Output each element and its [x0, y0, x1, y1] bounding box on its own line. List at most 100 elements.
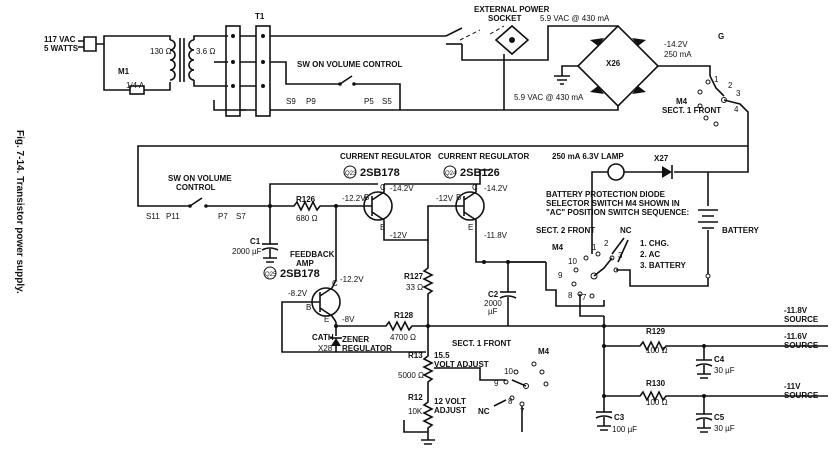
wire-to-q23c — [269, 183, 378, 206]
socket-contact-a — [428, 27, 463, 37]
diode-icon — [590, 86, 604, 94]
lamp-icon — [607, 163, 625, 181]
q24-collector-wire — [470, 169, 490, 185]
out1-voltage: -11.8V — [784, 306, 808, 315]
q25-vc: -12.2V — [340, 275, 364, 284]
transformer-primary: 130 Ω — [150, 47, 172, 56]
junction-dot — [602, 344, 606, 348]
resistor-icon — [604, 390, 828, 402]
rotary-contact — [539, 369, 545, 375]
m4-s1-p10: 10 — [504, 367, 513, 376]
q23-e: E — [380, 223, 385, 232]
m4-s1-p8: 8 — [508, 397, 513, 406]
switch-top-t1: S9 — [286, 97, 296, 106]
switch-left-blade — [146, 197, 203, 207]
mains-voltage: 117 VAC — [44, 35, 76, 44]
secondary-return — [213, 100, 246, 111]
r126-value: 680 Ω — [296, 214, 318, 223]
junction-dot — [702, 344, 706, 348]
rotary-contact — [589, 293, 595, 299]
battery-terminal — [705, 273, 711, 279]
bridge-ref: X26 — [606, 59, 621, 68]
bridge-ac-in — [547, 25, 618, 52]
primary-coil — [169, 39, 176, 81]
junction-dot — [702, 394, 706, 398]
diode-icon — [590, 38, 604, 46]
r128-value: 4700 Ω — [390, 333, 416, 342]
battery: BATTERY — [698, 172, 760, 279]
ac-top-label: 5.9 VAC @ 430 mA — [540, 14, 610, 23]
bus-to-battery — [708, 146, 749, 173]
out3-voltage: -11V — [784, 382, 801, 391]
r129-value: 100 Ω — [646, 346, 668, 355]
terminal-dot — [261, 84, 265, 88]
rotary-contact — [513, 369, 519, 375]
diode-icon — [662, 166, 672, 178]
switch-left-t2: P11 — [166, 212, 180, 221]
terminal-strip-t1: T1 — [225, 12, 504, 117]
r127-value: 33 Ω — [406, 283, 423, 292]
transformer-secondary: 3.6 Ω — [196, 47, 215, 56]
diode-icon — [632, 38, 646, 46]
terminal-strip-ref: T1 — [255, 12, 265, 21]
zener-cath: CATH — [312, 333, 334, 342]
rotary-m4-sect1-top: M4 SECT. 1 FRONT 1 2 3 4 — [662, 75, 749, 146]
q25-title1: FEEDBACK — [290, 250, 335, 259]
q24-c: C — [472, 183, 478, 192]
ground-icon — [421, 434, 435, 445]
terminal-dot — [261, 34, 265, 38]
switch-left-line2: CONTROL — [176, 183, 216, 192]
capacitor-ground — [695, 363, 713, 379]
q23-c: C — [380, 183, 386, 192]
switch-volume-top: SW ON VOLUME CONTROL S9 P9 P5 S5 — [286, 60, 402, 110]
output-network: -11.8V SOURCE R129 100 Ω -11.6V SOURCE C… — [508, 306, 828, 434]
rotary-contact — [590, 272, 598, 280]
ground-icon — [554, 75, 570, 85]
capacitor-icon — [499, 295, 517, 299]
fuse-ref: M1 — [118, 67, 130, 76]
c2-ref: C2 — [488, 290, 499, 299]
c1-value: 2000 µF — [232, 247, 262, 256]
mains-power: 5 WATTS — [44, 44, 79, 53]
transformer-t1: 130 Ω 3.6 Ω — [150, 35, 246, 111]
bp-nc-leads — [611, 237, 629, 263]
rotary-wiper — [511, 379, 527, 387]
capacitor-icon — [261, 247, 279, 251]
m4-top-p3: 3 — [736, 89, 741, 98]
secondary-coil — [188, 39, 195, 81]
m4-top-p1: 1 — [714, 75, 719, 84]
fuse-wire — [144, 82, 171, 91]
junction-dot — [334, 324, 338, 328]
r12-line1: 12 VOLT — [434, 397, 466, 406]
junction-dot — [602, 394, 606, 398]
m4-top-out — [723, 99, 749, 146]
q23-ref-circle — [343, 165, 357, 179]
bp-p2: 2 — [604, 239, 609, 248]
rotary-contact — [573, 267, 579, 273]
r12-loop — [403, 420, 428, 433]
diode-icon — [632, 86, 646, 94]
external-power-socket: EXTERNAL POWER SOCKET — [428, 5, 550, 110]
primary-lead — [158, 35, 171, 40]
q24-ref: Q24 — [445, 171, 457, 177]
r127-ref: R127 — [404, 272, 424, 281]
socket-pin — [509, 37, 515, 43]
bp-line2: SELECTOR SWITCH M4 SHOWN IN — [546, 199, 680, 208]
switch-top-t3: P5 — [364, 97, 374, 106]
rotary-contact — [509, 395, 515, 401]
q25-ref: Q25 — [265, 272, 277, 278]
bp-p7: 7 — [582, 293, 587, 302]
resistor-icon — [270, 200, 364, 212]
m4-top-p4: 4 — [734, 105, 739, 114]
rotary-contact — [697, 89, 703, 95]
r13-ref: R13 — [408, 351, 423, 360]
r12-line2: ADJUST — [434, 406, 466, 415]
c3-ref: C3 — [614, 413, 625, 422]
rotary-contact — [705, 79, 711, 85]
out2-label: SOURCE — [784, 341, 819, 350]
q24-vc: -14.2V — [484, 184, 508, 193]
c4-value: 30 µF — [714, 366, 735, 375]
capacitor-c1: C1 2000 µF — [232, 204, 279, 263]
resistor-icon — [422, 326, 434, 398]
c5-value: 30 µF — [714, 424, 735, 433]
